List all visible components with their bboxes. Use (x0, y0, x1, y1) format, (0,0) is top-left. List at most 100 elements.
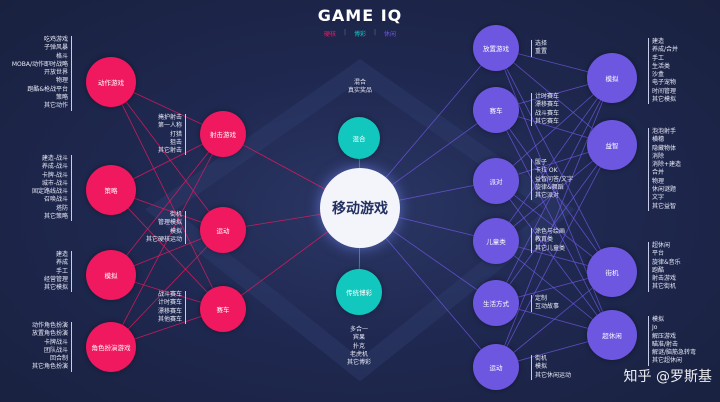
casual-link (495, 77, 613, 368)
center-node: 移动游戏 (320, 168, 400, 248)
list-item: 其它模拟 (652, 96, 677, 104)
list-item: 宾果 (352, 334, 365, 342)
list-item: 养成 (55, 259, 68, 267)
node-label: 混合 (352, 135, 366, 143)
list-item: 超休闲 (652, 242, 671, 249)
list-item: 建造-战斗 (41, 155, 68, 162)
node-sports-casual: 运动 (473, 344, 519, 390)
node-label: 模拟 (605, 75, 619, 83)
node-label: 超休闲 (602, 332, 622, 340)
list-item: 养成-战斗 (41, 163, 68, 171)
list-item: 打猎 (169, 130, 182, 138)
list-lifestyle: 定制 互动故事 (531, 295, 587, 312)
list-item: 回合制 (49, 355, 68, 363)
list-kids: 涂色与绘画 教育类 其它儿童类 (531, 228, 587, 253)
list-party: 骰子 卡拉 OK 益智问答/文字 旋律&舞蹈 其它派对 (531, 159, 593, 201)
node-hypercasual: 超休闲 (587, 310, 637, 360)
casual-link (495, 180, 613, 336)
list-item: 团队战斗 (43, 346, 68, 354)
list-item: 模拟 (535, 363, 548, 371)
list-item: 物理 (652, 177, 665, 185)
list-action: 吃鸡游戏 子弹风暴 格斗 MOBA/动作即时战略 开放世界 物理 跑酷&枪战平台… (6, 36, 72, 111)
hardcore-link (110, 133, 224, 348)
list-item: 管理模拟 (157, 219, 182, 227)
list-item: 其它儿童类 (535, 244, 566, 252)
list-item: 子弹风暴 (43, 44, 68, 52)
list-item: 其它角色扮演 (31, 363, 68, 371)
legend-divider: | (374, 29, 377, 36)
list-item: 涂色与绘画 (535, 228, 566, 235)
list-simulation: 建造 养成 手工 经营管理 其它模拟 (6, 251, 72, 293)
list-item: 塔防 (55, 204, 68, 212)
list-item: 卡牌战斗 (43, 338, 68, 346)
list-item: 其它策略 (43, 213, 68, 221)
list-item: 放置角色扮演 (31, 330, 68, 338)
list-item: 经营管理 (43, 275, 68, 283)
center-label: 移动游戏 (332, 201, 388, 217)
list-simulation-casual: 建造 养成/合并 手工 生活类 沙盒 电子宠物 时间管理 其它模拟 (648, 38, 718, 105)
hardcore-link (110, 81, 224, 310)
list-item: 计时赛车 (157, 299, 182, 307)
hardcore-link (110, 81, 224, 231)
list-item: 生活类 (652, 62, 671, 70)
list-item: 消除 (652, 152, 665, 160)
list-item: 横穗 (652, 136, 665, 144)
node-label: 策略 (104, 187, 118, 195)
node-arcade: 街机 (587, 247, 637, 297)
list-item: 跑酷&枪战平台 (27, 85, 68, 93)
list-item: 漂移赛车 (535, 101, 560, 109)
list-item: 召唤战斗 (43, 196, 68, 204)
list-item: 掩护射击 (157, 114, 182, 121)
list-traditional-gambling: 多合一 宾果 扑克 老虎机 其它博彩 (326, 326, 392, 367)
node-racing-casual: 赛车 (473, 87, 519, 133)
list-item: 解谜/脑筋急转弯 (652, 349, 697, 357)
list-rpg: 动作角色扮演 放置角色扮演 卡牌战斗 团队战斗 回合制 其它角色扮演 (6, 322, 72, 372)
list-racing-hardcore: 战斗赛车 计时赛车 漂移赛车 其他赛车 (130, 291, 186, 325)
list-sports-hardcore: 街机 管理模拟 模拟 其它硬核运动 (130, 211, 186, 245)
list-puzzle: 泡泡射手 横穗 隐藏物体 消除 消除+建造 合并 物理 休闲谜题 文字 其它益智 (648, 128, 718, 211)
list-item: 时间管理 (652, 87, 677, 95)
list-item: 狙击 (169, 138, 182, 146)
list-item: 战斗赛车 (535, 109, 560, 117)
node-label: 生活方式 (483, 300, 509, 308)
casual-link (495, 144, 613, 368)
list-item: 其它动作 (43, 102, 68, 110)
list-item: 平台 (652, 250, 665, 258)
list-item: 文字 (652, 194, 665, 202)
list-item: 多合一 (349, 326, 368, 333)
list-item: 益智问答/文字 (535, 175, 574, 183)
list-item: 物理 (55, 77, 68, 85)
list-item: 其它硬核运动 (145, 235, 182, 243)
list-item: 定制 (535, 295, 548, 302)
node-label: 放置游戏 (483, 45, 509, 53)
list-item: 合并 (652, 169, 665, 177)
list-item: 模拟 (169, 227, 182, 235)
list-item: 泡泡射手 (652, 128, 677, 135)
list-item: 动作角色扮演 (31, 322, 68, 329)
casual-link (495, 77, 613, 182)
list-item: Jo (652, 324, 658, 332)
list-item: 老虎机 (349, 350, 368, 358)
list-strategy: 建造-战斗 养成-战斗 卡牌-战斗 城市-战斗 固定路线战斗 召唤战斗 塔防 其… (6, 155, 72, 222)
list-item: 跑酷 (652, 266, 665, 274)
node-label: 动作游戏 (98, 79, 124, 87)
hardcore-link (110, 229, 224, 348)
legend-item-casual: 休闲 (384, 31, 397, 38)
list-item: 其它射击 (157, 147, 182, 155)
node-hybrid: 混合 (338, 117, 380, 159)
list-item: 卡牌-战斗 (41, 171, 68, 179)
watermark: 知乎 @罗斯基 (624, 366, 712, 386)
legend-item-hardcore: 硬核 (323, 31, 336, 38)
list-item: 混合 (353, 79, 366, 86)
list-item: 教育类 (535, 236, 554, 244)
list-item: 建造 (55, 251, 68, 258)
node-simulation: 模拟 (86, 250, 136, 300)
node-shooter: 射击游戏 (200, 111, 246, 157)
node-idle: 放置游戏 (473, 25, 519, 71)
node-label: 益智 (605, 142, 619, 150)
list-item: 吃鸡游戏 (43, 36, 68, 43)
casual-link (495, 77, 613, 242)
node-racing-hardcore: 赛车 (200, 286, 246, 332)
node-label: 派对 (489, 178, 503, 186)
list-item: 城市-战斗 (41, 179, 68, 187)
